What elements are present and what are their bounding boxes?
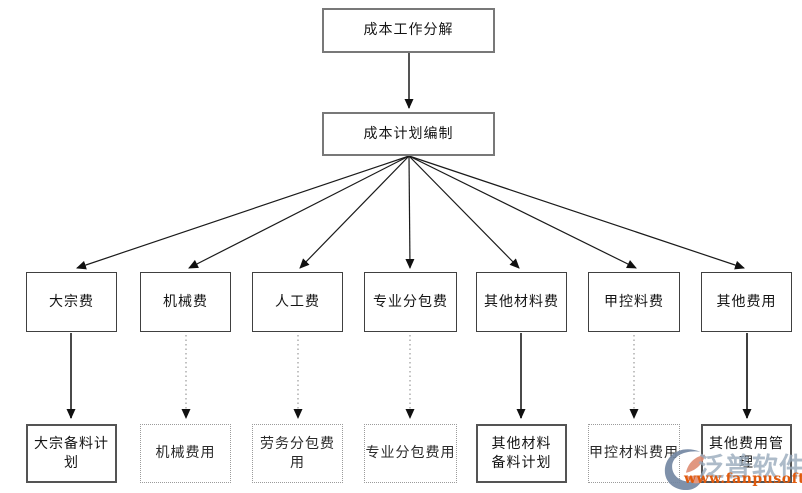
node-owner-controlled-material-cost: 甲控材料费用 [588, 424, 680, 483]
node-label: 甲控材料费用 [589, 445, 679, 462]
node-bulk-material-plan: 大宗备料计划 [26, 424, 117, 483]
node-cost-work-breakdown: 成本工作分解 [322, 8, 495, 53]
node-label: 其他费用 [716, 293, 777, 310]
node-label: 大宗备料计划 [34, 435, 109, 471]
node-bulk-material-fee: 大宗费 [26, 272, 117, 332]
node-machinery-fee: 机械费 [140, 272, 231, 332]
node-machinery-cost: 机械费用 [140, 424, 231, 483]
node-label: 其他材料备料计划 [491, 435, 552, 471]
node-label: 专业分包费用 [365, 445, 456, 462]
node-subcontract-cost: 专业分包费用 [364, 424, 457, 483]
node-label: 机械费 [163, 293, 208, 310]
node-label: 人工费 [275, 293, 320, 310]
node-owner-controlled-material-fee: 甲控料费 [588, 272, 680, 332]
connector-plan-l3-4 [408, 155, 520, 269]
node-other-material-fee: 其他材料费 [476, 272, 567, 332]
node-label: 专业分包费 [373, 293, 448, 310]
node-other-expenses-management: 其他费用管理 [701, 424, 792, 483]
connector-plan-l3-3 [405, 155, 415, 269]
node-other-expenses: 其他费用 [701, 272, 792, 332]
node-label: 成本计划编制 [363, 125, 454, 142]
connector-plan-l3-0 [76, 155, 410, 270]
node-label: 劳务分包费用 [260, 435, 335, 471]
node-label: 成本工作分解 [363, 22, 454, 39]
node-labor-fee: 人工费 [252, 272, 343, 332]
connector-plan-l3-5 [408, 155, 637, 269]
node-labor-subcontract-cost: 劳务分包费用 [252, 424, 343, 483]
node-label: 其他费用管理 [709, 435, 784, 471]
node-other-material-plan: 其他材料备料计划 [476, 424, 567, 483]
node-cost-plan-preparation: 成本计划编制 [322, 112, 495, 156]
node-label: 机械费用 [155, 445, 216, 462]
connector-plan-l3-6 [408, 155, 745, 270]
node-label: 大宗费 [49, 293, 94, 310]
connector-plan-l3-2 [299, 155, 410, 269]
node-subcontract-fee: 专业分包费 [364, 272, 457, 332]
node-label: 甲控料费 [604, 293, 664, 310]
node-label: 其他材料费 [484, 293, 559, 310]
connector-plan-l3-1 [188, 155, 410, 269]
